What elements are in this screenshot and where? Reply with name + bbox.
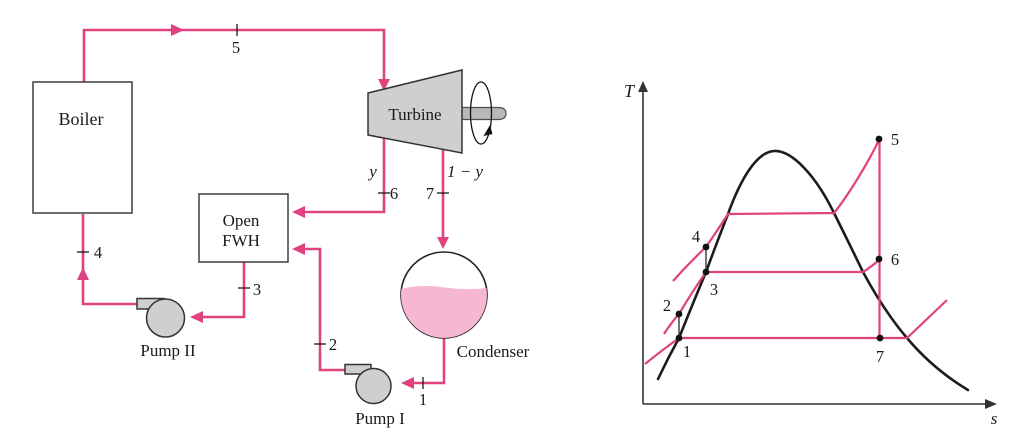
boiler-label: Boiler (59, 109, 104, 129)
pipe-pump1-to-fwh (296, 247, 347, 372)
pump1-label: Pump I (355, 409, 405, 428)
condenser-liquid (400, 286, 487, 339)
cycle-schematic: Boiler Open FWH Turbine Condenser Pump I… (32, 24, 530, 428)
ts-label-6: 6 (891, 250, 899, 269)
state-label-5: 5 (232, 38, 240, 57)
ts-point-4 (702, 243, 710, 251)
fwh-box (198, 193, 289, 263)
fraction-remaining-label: 1 − y (447, 162, 483, 181)
pump2-label: Pump II (140, 341, 196, 360)
pipe-boiler-to-turbine (82, 28, 386, 88)
ts-point-1 (675, 334, 683, 342)
ts-label-5: 5 (891, 130, 899, 149)
state-label-6: 6 (390, 184, 398, 203)
condenser-pressure-line (644, 299, 948, 365)
ts-point-2 (675, 310, 683, 318)
ts-x-axis-label: s (991, 409, 998, 428)
ts-point-6 (875, 255, 883, 263)
ts-point-5 (875, 135, 883, 143)
boiler-pressure-line (672, 139, 880, 282)
ts-point-3 (702, 268, 710, 276)
flow-arrow-right-icon (171, 24, 184, 36)
fwh-label-line2: FWH (222, 231, 260, 250)
fwh-pressure-line (663, 259, 880, 335)
ts-point-7 (876, 334, 884, 342)
ts-x-axis-arrow-icon (985, 399, 997, 409)
state-label-1: 1 (419, 390, 427, 409)
flow-arrow-into-condenser-icon (437, 237, 449, 249)
shaft-rotation-arrowhead-icon (483, 125, 493, 136)
shaft-rotation-icon (469, 81, 493, 145)
pipe-pump2-to-boiler (81, 214, 138, 306)
ts-label-7: 7 (876, 347, 884, 366)
turbine-shaft (460, 106, 507, 121)
state-label-7: 7 (426, 184, 434, 203)
condenser-label: Condenser (457, 342, 530, 361)
pump2-body (145, 298, 186, 338)
state-label-3: 3 (253, 280, 261, 299)
flow-arrow-into-fwh-top-icon (292, 206, 305, 218)
state-label-2: 2 (329, 335, 337, 354)
flow-arrow-into-pump1-icon (401, 377, 414, 389)
ts-label-2: 2 (663, 296, 671, 315)
ts-label-4: 4 (692, 227, 700, 246)
flow-arrow-into-pump2-icon (190, 311, 203, 323)
ts-y-axis-label: T (624, 81, 636, 101)
state-label-4: 4 (94, 243, 102, 262)
turbine-body (367, 69, 463, 154)
pump1-body (355, 367, 392, 405)
flow-arrow-up-boiler-icon (77, 267, 89, 280)
ts-diagram: T s 1 2 3 4 5 6 7 (624, 81, 998, 428)
fraction-extracted-label: y (367, 162, 377, 181)
saturation-dome-curve (656, 149, 970, 392)
fwh-label-line1: Open (223, 211, 260, 230)
flow-arrow-into-fwh-bottom-icon (292, 243, 305, 255)
pipe-turbine-to-fwh (296, 137, 386, 214)
ts-y-axis-arrow-icon (638, 81, 648, 92)
ts-label-3: 3 (710, 280, 718, 299)
boiler-box (32, 81, 133, 214)
turbine-label: Turbine (388, 105, 441, 124)
flow-arrow-down-turbine-icon (378, 79, 390, 91)
ts-label-1: 1 (683, 342, 691, 361)
pipe-condenser-to-pump1 (405, 338, 446, 385)
pipe-fwh-to-pump2 (194, 262, 246, 319)
